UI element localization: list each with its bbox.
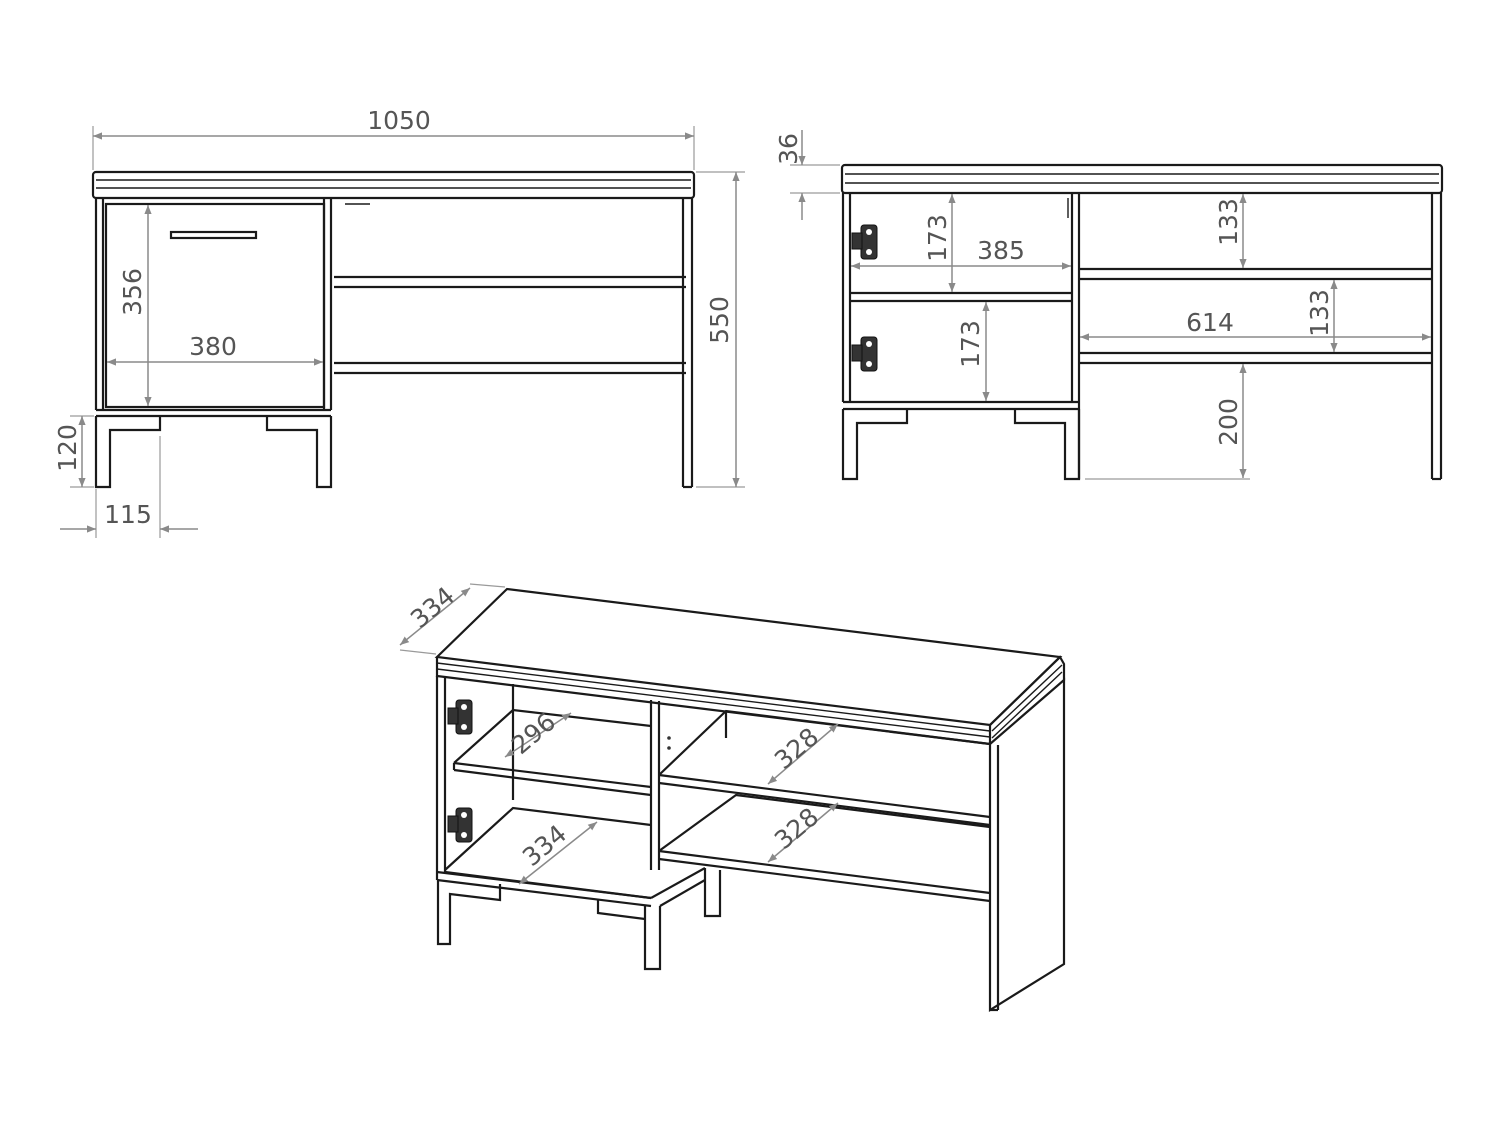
- front-leg-left: [94, 416, 162, 489]
- hinge-icon: [447, 807, 473, 843]
- door-handle: [169, 230, 258, 240]
- dim-right-shelf-width: 614: [1186, 308, 1234, 337]
- interior-view: 36 173 385 173 133 133 614 200: [774, 130, 1444, 481]
- hinge-icon: [851, 224, 878, 260]
- dim-left-compartment-upper: 173: [923, 214, 952, 262]
- perspective-top-edge: [435, 657, 992, 746]
- dim-right-shelf-lower-depth: 328: [769, 802, 824, 855]
- perspective-leg-front-left: [436, 880, 502, 946]
- perspective-leg-front-middle: [643, 905, 662, 971]
- perspective-leg-back: [703, 868, 722, 918]
- dim-bottom-clearance: 200: [1214, 398, 1243, 446]
- dim-door-width: 380: [189, 332, 237, 361]
- dim-total-height: 550: [705, 296, 734, 344]
- hinge-icon: [447, 699, 473, 735]
- dim-door-height: 356: [118, 268, 147, 316]
- dim-left-compartment-width: 385: [977, 236, 1025, 265]
- interior-leg-left: [841, 409, 909, 481]
- dim-depth: 334: [405, 581, 460, 634]
- dim-right-shelf-upper-depth: 328: [769, 722, 824, 775]
- perspective-left-shelf-lower: [444, 806, 652, 871]
- perspective-top-surface: [434, 587, 1063, 727]
- dim-left-shelf-lower-depth: 334: [517, 819, 572, 872]
- dim-top-thickness: 36: [774, 133, 803, 165]
- perspective-view: 334 296 334 328 328: [399, 581, 1066, 1012]
- dim-right-gap-lower: 133: [1305, 289, 1334, 337]
- dim-left-compartment-lower: 173: [956, 320, 985, 368]
- front-top-board: [91, 170, 696, 200]
- dim-leg-height: 120: [53, 424, 82, 472]
- hinge-icon: [851, 336, 878, 372]
- dim-total-width: 1050: [367, 106, 431, 135]
- interior-leg-middle: [1013, 409, 1081, 481]
- dim-right-gap-upper: 133: [1214, 198, 1243, 246]
- interior-top-board: [840, 163, 1444, 195]
- perspective-left-shelf-upper: [453, 708, 652, 764]
- front-view: 1050 550 356 380 120 115: [53, 106, 745, 538]
- perspective-right-shelf-upper: [658, 709, 991, 776]
- perspective-right-shelf-lower: [658, 793, 991, 852]
- dim-leg-offset: 115: [104, 500, 152, 529]
- front-leg-right: [265, 416, 333, 489]
- perspective-right-panel: [988, 677, 1066, 1012]
